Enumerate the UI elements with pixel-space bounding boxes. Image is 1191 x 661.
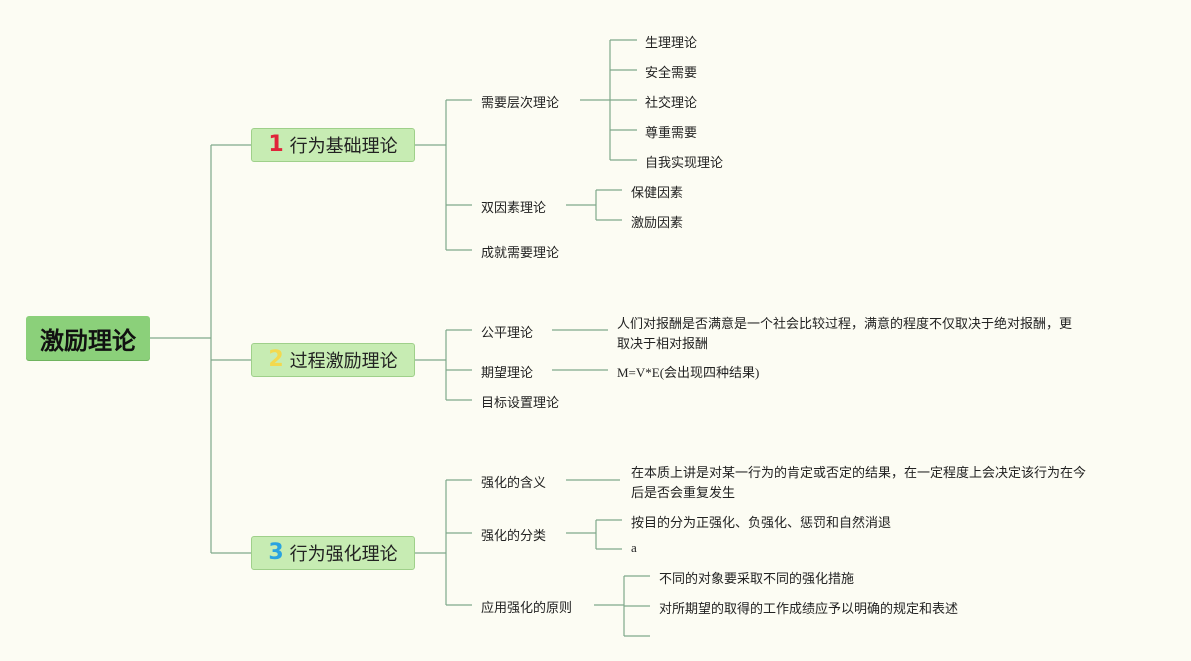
sub-node-reinforcement-meaning[interactable]: 强化的含义 — [481, 476, 547, 491]
branch-process-motivation[interactable]: 2 过程激励理论 — [251, 343, 415, 377]
leaf-node[interactable]: a — [631, 540, 637, 555]
sub-node-achievement[interactable]: 成就需要理论 — [481, 246, 560, 261]
branch-label: 行为强化理论 — [289, 544, 398, 565]
sub-node-equity[interactable]: 公平理论 — [481, 326, 534, 341]
branch-behavior-basis[interactable]: 1 行为基础理论 — [251, 128, 415, 162]
leaf-node[interactable]: 激励因素 — [631, 216, 684, 231]
desc-line[interactable]: 后是否会重复发生 — [631, 486, 736, 501]
leaf-node[interactable]: 自我实现理论 — [645, 156, 724, 171]
sub-node-goal-setting[interactable]: 目标设置理论 — [481, 396, 560, 411]
branch-reinforcement[interactable]: 3 行为强化理论 — [251, 536, 415, 570]
number-badge-3: 3 — [268, 540, 284, 565]
sub-node-needs-hierarchy[interactable]: 需要层次理论 — [481, 96, 560, 111]
leaf-node[interactable]: 不同的对象要采取不同的强化措施 — [659, 572, 855, 587]
leaf-node[interactable]: 尊重需要 — [645, 126, 698, 141]
leaf-node[interactable]: 按目的分为正强化、负强化、惩罚和自然消退 — [631, 516, 892, 531]
sub-node-expectancy[interactable]: 期望理论 — [481, 366, 534, 381]
sub-node-reinforcement-principles[interactable]: 应用强化的原则 — [481, 601, 573, 616]
sub-node-two-factor[interactable]: 双因素理论 — [481, 201, 547, 216]
leaf-node[interactable]: 社交理论 — [645, 96, 698, 111]
branch-label: 行为基础理论 — [289, 136, 398, 157]
sub-node-reinforcement-types[interactable]: 强化的分类 — [481, 529, 547, 544]
leaf-node[interactable]: 保健因素 — [631, 186, 684, 201]
leaf-node[interactable]: 对所期望的取得的工作成绩应予以明确的规定和表述 — [659, 602, 959, 617]
leaf-node[interactable]: 生理理论 — [645, 36, 698, 51]
desc-line[interactable]: 人们对报酬是否满意是一个社会比较过程，满意的程度不仅取决于绝对报酬，更 — [617, 317, 1073, 332]
number-badge-1: 1 — [268, 132, 284, 157]
desc-line[interactable]: M=V*E(会出现四种结果) — [617, 365, 760, 380]
desc-line[interactable]: 在本质上讲是对某一行为的肯定或否定的结果，在一定程度上会决定该行为在今 — [631, 466, 1087, 481]
desc-line[interactable]: 取决于相对报酬 — [617, 337, 709, 352]
number-badge-2: 2 — [268, 347, 284, 372]
leaf-node[interactable]: 安全需要 — [645, 66, 698, 81]
branch-label: 过程激励理论 — [289, 351, 398, 372]
root-node[interactable]: 激励理论 — [26, 316, 150, 360]
